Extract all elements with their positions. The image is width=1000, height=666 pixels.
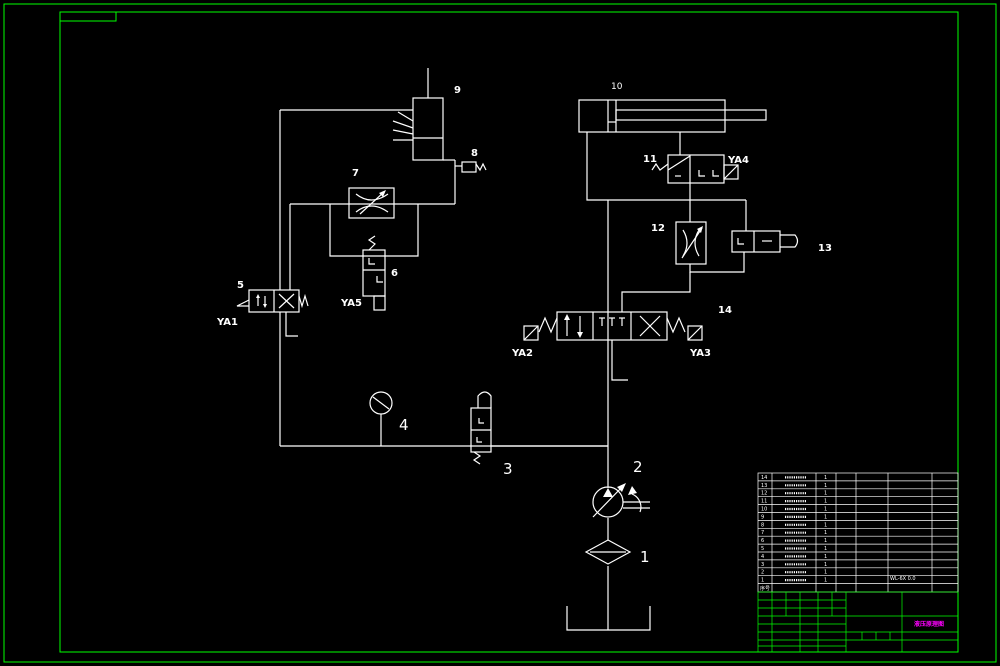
inner-border <box>59 11 959 653</box>
label-component-5: 5 <box>237 280 244 291</box>
relief-valve-3 <box>470 391 608 465</box>
bypass-loop-line <box>329 204 419 257</box>
cylinder-10-line-a <box>586 132 608 201</box>
cylinder-9 <box>392 68 444 161</box>
parts-row-qty: 1 <box>824 514 827 520</box>
drawing-name: 液压原理图 <box>914 620 944 628</box>
parts-row-qty: 1 <box>824 522 827 528</box>
label-solenoid-ya4: YA4 <box>727 155 749 166</box>
label-solenoid-ya3: YA3 <box>689 348 711 359</box>
label-component-3: 3 <box>503 460 513 478</box>
label-component-7: 7 <box>352 168 359 179</box>
outer-border <box>3 3 997 663</box>
directional-valve-5 <box>236 289 309 337</box>
parts-row-no: 1 <box>761 578 764 584</box>
parts-row-qty: 1 <box>824 507 827 513</box>
parts-row-no: 3 <box>761 562 764 568</box>
solenoid-valve-6 <box>362 235 386 311</box>
label-component-13: 13 <box>818 243 832 254</box>
pressure-relay-8 <box>455 161 487 173</box>
drawing-frame <box>3 3 997 663</box>
drawing-code: WL-6X 0.0 <box>890 576 916 582</box>
solenoid-valve-13 <box>731 230 799 253</box>
parts-row-no: 2 <box>761 570 764 576</box>
label-component-4: 4 <box>399 416 409 434</box>
parts-row-no: 14 <box>761 475 767 481</box>
label-component-14: 14 <box>718 305 732 316</box>
parts-row-no: 10 <box>761 507 767 513</box>
hydraulic-circuit: 1 2 3 4 5 6 7 8 9 10 11 12 13 14 YA1 YA2… <box>216 68 832 631</box>
parts-row-qty: 1 <box>824 491 827 497</box>
label-component-12: 12 <box>651 223 665 234</box>
parts-row-no: 9 <box>761 514 764 520</box>
parts-row-qty: 1 <box>824 578 827 584</box>
parts-row-no: 8 <box>761 522 764 528</box>
parts-row-qty: 1 <box>824 483 827 489</box>
parts-row-qty: 1 <box>824 546 827 552</box>
pressure-gauge-4 <box>369 391 393 446</box>
parts-row-qty: 1 <box>824 570 827 576</box>
parts-row-qty: 1 <box>824 530 827 536</box>
parts-row-no: 5 <box>761 546 764 552</box>
label-component-2: 2 <box>633 458 643 476</box>
corner-code-box <box>59 11 117 22</box>
parts-row-qty: 1 <box>824 538 827 544</box>
throttle-valve-12 <box>675 221 707 265</box>
parts-row-qty: 1 <box>824 499 827 505</box>
parts-row-no: 11 <box>761 499 767 505</box>
parts-row-qty: 1 <box>824 475 827 481</box>
label-component-8: 8 <box>471 148 478 159</box>
parts-row-no: 7 <box>761 530 764 536</box>
label-solenoid-ya5: YA5 <box>340 298 362 309</box>
label-component-9: 9 <box>454 85 461 96</box>
parts-header-no: 序号 <box>760 585 770 592</box>
filter-1 <box>584 539 632 565</box>
parts-row-no: 4 <box>761 554 764 560</box>
parts-row-no: 13 <box>761 483 767 489</box>
label-component-11: 11 <box>643 154 657 165</box>
cylinder-10 <box>578 99 767 133</box>
flow-control-valve-7 <box>348 187 395 219</box>
parts-row-qty: 1 <box>824 554 827 560</box>
directional-valve-11 <box>651 154 739 200</box>
label-solenoid-ya2: YA2 <box>511 348 533 359</box>
label-component-1: 1 <box>640 548 650 566</box>
directional-valve-14 <box>523 272 703 381</box>
signature-block <box>757 591 959 653</box>
parts-row-no: 6 <box>761 538 764 544</box>
label-solenoid-ya1: YA1 <box>216 317 238 328</box>
parts-row-no: 12 <box>761 491 767 497</box>
label-component-10: 10 <box>611 82 623 92</box>
variable-pump-2 <box>592 483 650 518</box>
label-component-6: 6 <box>391 268 398 279</box>
line-12-to-13 <box>689 252 745 273</box>
parts-row-qty: 1 <box>824 562 827 568</box>
